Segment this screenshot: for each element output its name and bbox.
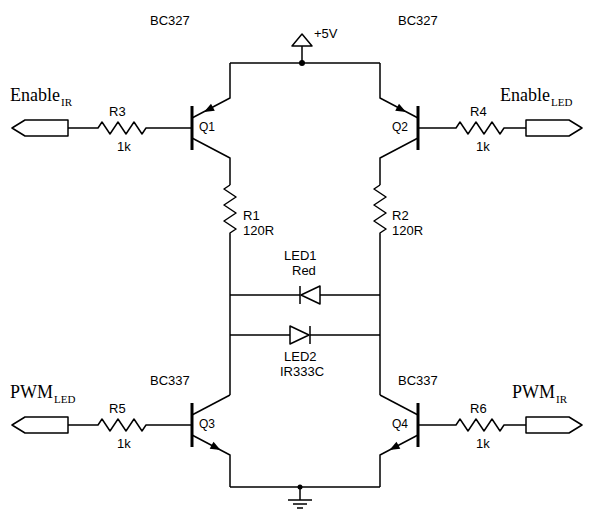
diode-bar [299, 286, 301, 304]
emitter-wire [192, 63, 230, 118]
diode-symbol [290, 326, 309, 344]
emitter-wire [192, 435, 230, 487]
signal-name: Enable [500, 86, 550, 104]
emitter-arrow [395, 104, 406, 112]
resistor-name: R3 [109, 105, 126, 118]
resistor-name: R2 [392, 209, 409, 222]
resistor-symbol [68, 419, 192, 431]
resistor-name: R4 [470, 105, 487, 118]
resistor-value: 120R [392, 224, 423, 237]
part-number: BC337 [150, 374, 190, 387]
diode-bar [309, 326, 311, 344]
input-connector [526, 417, 582, 433]
resistor-symbol [418, 122, 526, 134]
emitter-arrow [204, 104, 215, 112]
resistor-symbol [418, 419, 526, 431]
emitter-wire [380, 63, 418, 118]
part-number: BC327 [150, 14, 190, 27]
resistor-name: R6 [470, 402, 487, 415]
signal-name: PWM [512, 383, 555, 401]
led-value: IR333C [280, 365, 324, 378]
input-connector [526, 120, 582, 136]
led-name: LED1 [284, 249, 317, 262]
signal-name: Enable [10, 86, 60, 104]
resistor-value: 1k [476, 140, 490, 153]
resistor-symbol [224, 185, 236, 395]
collector-wire [192, 395, 230, 415]
transistor-name: Q4 [392, 418, 408, 430]
collector-wire [192, 138, 230, 185]
resistor-value: 1k [117, 437, 131, 450]
signal-subscript: LED [551, 97, 572, 108]
resistor-symbol [68, 122, 192, 134]
resistor-symbol [374, 185, 386, 395]
resistor-name: R1 [243, 209, 260, 222]
resistor-name: R5 [109, 402, 126, 415]
signal-name: PWM [10, 383, 53, 401]
junction-dot [298, 485, 303, 490]
resistor-value: 1k [117, 140, 131, 153]
diode-symbol [301, 286, 320, 304]
collector-wire [380, 395, 418, 415]
signal-subscript: IR [61, 97, 72, 108]
emitter-wire [380, 435, 418, 487]
led-value: Red [292, 264, 316, 277]
led-name: LED2 [284, 350, 317, 363]
led-wire [230, 294, 380, 296]
junction-dot [299, 60, 305, 66]
emitter-arrow [210, 442, 221, 450]
part-number: BC327 [398, 14, 438, 27]
input-connector [12, 417, 68, 433]
part-number: BC337 [398, 374, 438, 387]
signal-subscript: IR [556, 394, 567, 405]
supply-label: +5V [314, 27, 338, 40]
transistor-name: Q1 [199, 121, 215, 133]
input-connector [12, 120, 68, 136]
transistor-name: Q2 [392, 121, 408, 133]
transistor-name: Q3 [199, 418, 215, 430]
supply-symbol [292, 34, 312, 46]
resistor-value: 120R [243, 224, 274, 237]
signal-subscript: LED [54, 394, 75, 405]
led-wire [230, 334, 380, 336]
ground-symbol [230, 487, 380, 508]
resistor-value: 1k [476, 437, 490, 450]
emitter-arrow [390, 442, 401, 450]
collector-wire [380, 138, 418, 185]
